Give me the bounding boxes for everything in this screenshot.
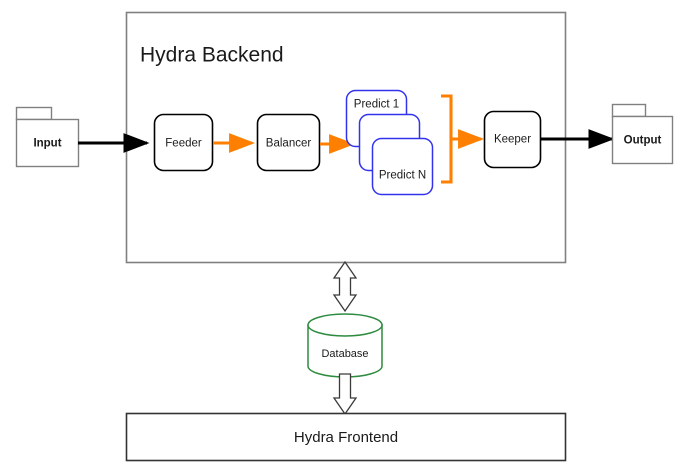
balancer-node[interactable]: Balancer (256, 113, 321, 172)
feeder-box (153, 113, 214, 172)
output-node[interactable]: Output (611, 103, 674, 165)
input-tab (15, 106, 53, 121)
hollow-double-arrow (332, 260, 358, 313)
feeder-label: Feeder (165, 138, 202, 150)
connector-backend-database (332, 260, 358, 313)
frontend-label: Hydra Frontend (294, 429, 398, 446)
input-label: Input (33, 138, 61, 150)
predictor-n-box (371, 137, 434, 196)
backend-title: Hydra Backend (140, 44, 284, 67)
predictor-n-label: Predict N (379, 170, 426, 182)
database-label: Database (321, 348, 368, 360)
output-body (611, 115, 674, 165)
database-cylinder-top (307, 313, 383, 337)
predictor-1-label: Predict 1 (354, 99, 399, 111)
predictor-stack: Predict 1 Predict N (345, 89, 434, 196)
balancer-box (256, 113, 321, 172)
feeder-node[interactable]: Feeder (153, 113, 214, 172)
hollow-down-arrow (332, 373, 358, 416)
aggregation-bracket (441, 94, 485, 184)
input-node[interactable]: Input (15, 106, 80, 168)
keeper-label: Keeper (494, 134, 531, 146)
frontend-node[interactable]: Hydra Frontend (125, 412, 567, 462)
input-body (15, 118, 80, 168)
connector-database-frontend (332, 373, 358, 416)
output-label: Output (624, 135, 662, 147)
frontend-box (125, 412, 567, 462)
database-node[interactable]: Database (307, 313, 383, 378)
predictor-card-n[interactable]: Predict N (371, 137, 434, 196)
output-tab (611, 103, 647, 118)
balancer-label: Balancer (266, 138, 312, 150)
keeper-node[interactable]: Keeper (483, 110, 542, 169)
bracket-shape (441, 94, 458, 184)
